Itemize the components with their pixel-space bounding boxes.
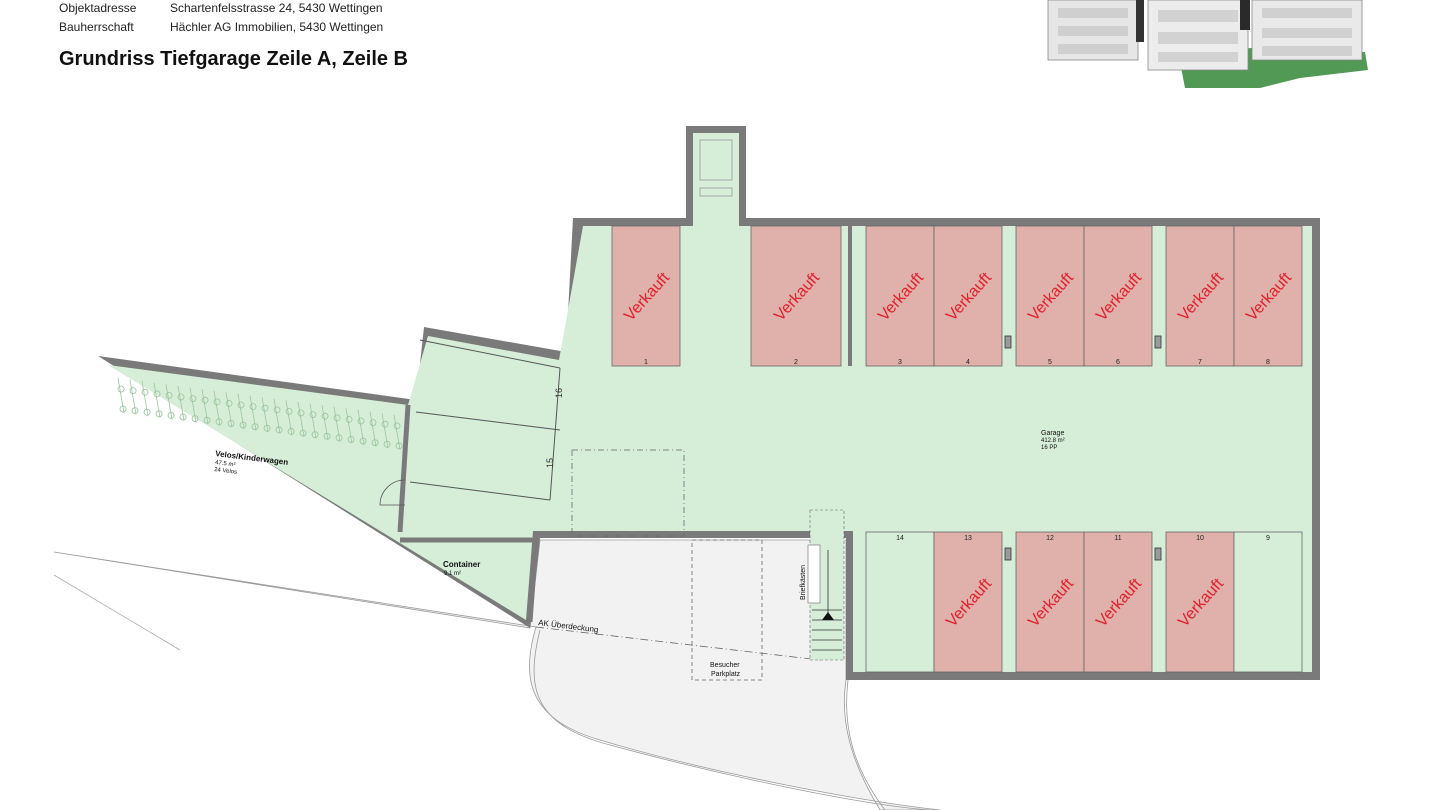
plan-header: Objektadresse Schartenfelsstrasse 24, 54… [0, 0, 1000, 90]
bollard [1004, 547, 1012, 561]
bicycle-icon [369, 411, 379, 447]
bicycle-racks [117, 377, 403, 450]
parking-space-number: 1 [644, 359, 648, 366]
parking-space-fill [750, 225, 842, 367]
bicycle-icon [357, 409, 367, 446]
address-value: Schartenfelsstrasse 24, 5430 Wettingen [170, 1, 383, 15]
parking-space-fill [865, 531, 935, 673]
bicycle-icon [141, 381, 151, 417]
parking-space: 9 [1233, 531, 1303, 673]
parking-space-number: 14 [896, 535, 904, 542]
visitor-label-2: Parkplatz [711, 671, 741, 678]
velo-room-count: 24 Velos [214, 467, 238, 476]
bicycle-icon [177, 385, 187, 422]
bicycle-icon [273, 398, 283, 434]
ramp-label-lower: 15 [545, 458, 555, 468]
parking-space-fill [1233, 225, 1303, 367]
bicycle-icon [321, 405, 331, 441]
parking-space-fill [611, 225, 681, 367]
parking-space-number: 4 [966, 359, 970, 366]
page-title: Grundriss Tiefgarage Zeile A, Zeile B [59, 48, 408, 70]
container-room-area: 9.1 m² [444, 571, 461, 577]
bicycle-icon [249, 395, 259, 431]
mailbox-label: Briefkästen [800, 565, 807, 600]
parking-space-fill [933, 225, 1003, 367]
building-thumbnail [1047, 0, 1368, 88]
parking-space-fill [865, 225, 935, 367]
bicycle-icon [153, 382, 163, 418]
garage-floor [108, 133, 1312, 672]
parking-space-fill [1165, 531, 1235, 673]
bicycle-icon [129, 379, 139, 415]
parking-space-number: 6 [1116, 359, 1120, 366]
parking-space-fill [1083, 531, 1153, 673]
bicycle-icon [237, 393, 247, 430]
parking-space-number: 8 [1266, 359, 1270, 366]
bicycle-icon [117, 377, 127, 414]
container-room [404, 545, 530, 616]
garage-name: Garage [1041, 430, 1064, 437]
bicycle-icon [381, 413, 391, 449]
builder-value: Hächler AG Immobilien, 5430 Wettingen [170, 20, 384, 34]
bicycle-icon [345, 408, 355, 444]
address-label: Objektadresse [59, 1, 137, 15]
bicycle-icon [261, 397, 271, 433]
bicycle-icon [225, 392, 235, 428]
bicycle-icon [165, 384, 175, 420]
velo-room-area: 47.5 m² [215, 460, 236, 468]
stair [807, 509, 845, 661]
parking-row-bottom: 14 13Verkauft12Verkauft11Verkauft10Verkau… [865, 335, 1303, 673]
container-room-name: Container [443, 560, 480, 569]
parking-space-number: 5 [1048, 359, 1052, 366]
bicycle-icon [333, 406, 343, 442]
parking-space-fill [1083, 225, 1153, 367]
bollard [1004, 335, 1012, 349]
builder-label: Bauherrschaft [59, 20, 134, 34]
parking-space-number: 13 [964, 535, 972, 542]
outdoor-area [53, 539, 941, 810]
parking-space-number: 12 [1046, 535, 1054, 542]
bollard [1154, 547, 1162, 561]
parking-space: 14 [865, 531, 935, 673]
ramp-label-upper: 16 [554, 388, 564, 398]
parking-space-fill [1015, 225, 1085, 367]
bicycle-icon [201, 389, 211, 425]
bicycle-icon [285, 400, 295, 436]
garage-spaces: 16 PP [1041, 445, 1057, 451]
bollard [1154, 335, 1162, 349]
parking-space-number: 2 [794, 359, 798, 366]
bicycle-icon [393, 414, 403, 450]
parking-space-number: 3 [898, 359, 902, 366]
parking-space-number: 9 [1266, 535, 1270, 542]
bicycle-icon [309, 403, 319, 439]
parking-space-fill [933, 531, 1003, 673]
parking-space-number: 11 [1114, 535, 1121, 542]
parking-space-fill [1233, 531, 1303, 673]
parking-space-number: 7 [1198, 359, 1202, 366]
bicycle-icon [213, 390, 223, 426]
visitor-label-1: Besucher [710, 662, 740, 669]
parking-space-fill [1015, 531, 1085, 673]
bicycle-icon [297, 401, 307, 438]
garage-area: 412.8 m² [1041, 438, 1065, 444]
parking-space-fill [1165, 225, 1235, 367]
parking-space-number: 10 [1196, 535, 1204, 542]
bicycle-icon [189, 387, 199, 423]
